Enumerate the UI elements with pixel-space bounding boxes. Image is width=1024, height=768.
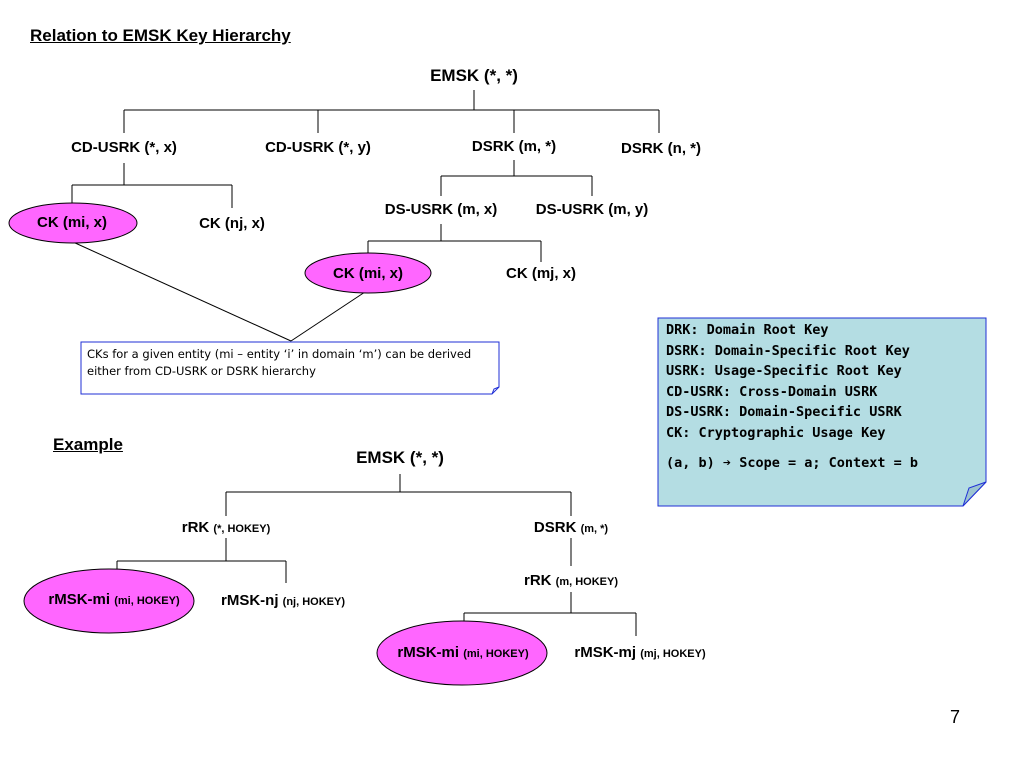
note-box: [80, 341, 500, 395]
legend-spacer: [666, 443, 982, 453]
legend-ck: CK: Cryptographic Usage Key: [666, 424, 886, 441]
legend-drk: DRK: Domain Root Key: [666, 322, 829, 338]
example-dsrk-sub: (m, *): [580, 523, 609, 535]
highlight-ellipse: [304, 252, 432, 294]
ck-nj-x: CK (nj, x): [199, 215, 265, 232]
emsk-tree-connectors: [71, 90, 660, 342]
example-rrk-sub: (*, HOKEY): [213, 523, 271, 535]
ck-mj-x: CK (mj, x): [505, 265, 577, 282]
page-number: 7: [950, 707, 961, 727]
example-rmsk-nj: rMSK-nj (nj, HOKEY): [221, 592, 345, 611]
example-rmsk-mj: rMSK-mj (mj, HOKEY): [574, 644, 705, 663]
ds-usrk-m-y: DS-USRK (m, y): [535, 201, 649, 218]
example-rmsk-mi2-sub: (mi, HOKEY): [463, 648, 529, 660]
legend: DRK: Domain Root Key DSRK: Domain-Specif…: [660, 318, 988, 476]
slide-title: Relation to EMSK Key Hierarchy: [30, 26, 291, 45]
example-dsrk-main: DSRK: [533, 519, 577, 536]
highlight-ellipse: [376, 620, 548, 686]
right-arrow-icon: ➔: [722, 455, 732, 471]
example-rrk: rRK (*, HOKEY): [182, 519, 271, 538]
ck-mi-x-left: CK (mi, x): [36, 214, 108, 231]
legend-scope-prefix: (a, b): [666, 455, 715, 471]
example-rmsk-mi: rMSK-mi (mi, HOKEY): [48, 591, 179, 610]
callout-pointer: [72, 241, 292, 342]
dsrk-n: DSRK (n, *): [621, 140, 701, 157]
example-rrk-m: rRK (m, HOKEY): [524, 572, 618, 591]
example-emsk-root: EMSK (*, *): [356, 448, 444, 467]
highlight-ellipse: [8, 202, 138, 244]
legend-scope-suffix: Scope = a; Context = b: [739, 455, 919, 471]
legend-fold: [962, 481, 987, 507]
example-rmsk-nj-sub: (nj, HOKEY): [282, 596, 346, 608]
legend-usrk: USRK: Usage-Specific Root Key: [666, 363, 902, 379]
legend-ds-usrk: DS-USRK: Domain-Specific USRK: [666, 404, 902, 420]
example-rmsk-nj-main: rMSK-nj: [220, 592, 279, 609]
example-heading: Example: [53, 435, 123, 454]
example-rmsk-mi2-main: rMSK-mi: [397, 644, 460, 661]
emsk-root: EMSK (*, *): [430, 66, 518, 85]
legend-dsrk: DSRK: Domain-Specific Root Key: [666, 342, 910, 359]
cd-usrk-y: CD-USRK (*, y): [265, 139, 371, 156]
example-tree-connectors: [116, 474, 637, 636]
ds-usrk-m-x: DS-USRK (m, x): [384, 201, 498, 218]
example-rmsk-mi-2: rMSK-mi (mi, HOKEY): [397, 644, 528, 663]
example-rmsk-mi-main: rMSK-mi: [48, 591, 111, 608]
cd-usrk-x: CD-USRK (*, x): [71, 139, 177, 156]
example-rmsk-mj-main: rMSK-mj: [574, 644, 637, 661]
note-fold: [491, 386, 500, 395]
example-dsrk: DSRK (m, *): [534, 519, 608, 538]
example-rrk-main: rRK: [181, 519, 210, 536]
example-rrk-m-sub: (m, HOKEY): [555, 576, 619, 588]
ck-mi-x-right: CK (mi, x): [332, 265, 404, 282]
example-rmsk-mj-sub: (mj, HOKEY): [640, 648, 706, 660]
example-rmsk-mi-sub: (mi, HOKEY): [114, 595, 180, 607]
example-rrk-m-main: rRK: [523, 572, 552, 589]
callout-pointer: [290, 289, 369, 342]
dsrk-m: DSRK (m, *): [471, 138, 557, 155]
highlight-ellipse: [23, 568, 195, 634]
note-text: CKs for a given entity (mi – entity ‘i’ …: [87, 347, 472, 378]
legend-cd-usrk: CD-USRK: Cross-Domain USRK: [666, 383, 878, 400]
legend-scope: (a, b) ➔ Scope = a; Context = b: [666, 453, 982, 474]
